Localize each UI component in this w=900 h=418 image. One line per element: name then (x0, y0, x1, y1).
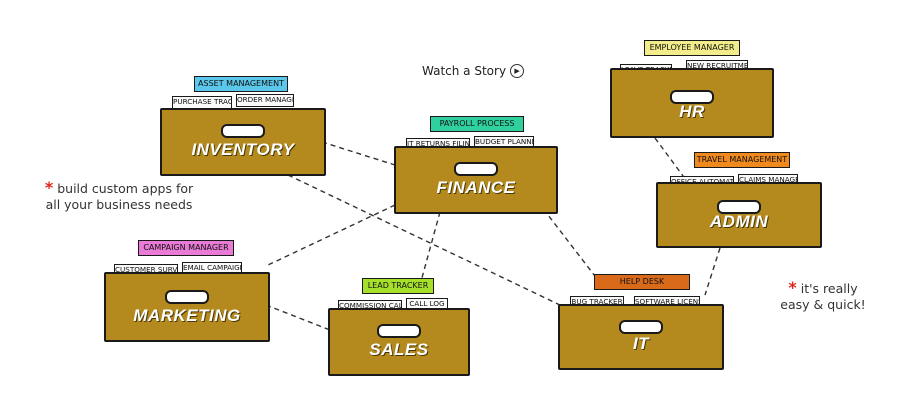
note-right-line2: easy & quick! (780, 297, 866, 312)
box-body: IT (558, 304, 724, 370)
link-finance-it (537, 201, 599, 281)
drawer-handle (670, 90, 714, 104)
drawer-handle (165, 290, 209, 304)
box-body: MARKETING (104, 272, 270, 342)
play-circle-icon: ▶ (510, 64, 525, 78)
card-help-desk[interactable]: Help Desk (594, 274, 690, 290)
note-right: * it's really easy & quick! (778, 280, 868, 313)
box-marketing[interactable]: Campaign Manager Customer Survey Email C… (104, 240, 270, 342)
note-left: * build custom apps for all your busines… (44, 180, 194, 213)
dept-label: IT (632, 334, 650, 353)
asterisk-icon: * (788, 278, 797, 297)
dept-label: ADMIN (709, 212, 769, 231)
dept-label: INVENTORY (191, 140, 295, 159)
link-marketing-sales (265, 304, 331, 331)
note-right-line1: it's really (800, 281, 858, 296)
box-body: FINANCE (394, 146, 558, 214)
asterisk-icon: * (44, 178, 54, 197)
dept-label: HR (679, 102, 705, 121)
card-employee-manager[interactable]: Employee Manager (644, 40, 740, 56)
card-lead-tracker[interactable]: Lead Tracker (362, 278, 434, 294)
box-admin[interactable]: Travel Management Office Automation Clai… (656, 152, 822, 248)
card-order-manager[interactable]: Order Manager (236, 94, 294, 107)
box-body: INVENTORY (160, 108, 326, 176)
box-it[interactable]: Help Desk Bug Tracker Software License I… (558, 274, 724, 370)
card-payroll-process[interactable]: Payroll Process (430, 116, 524, 132)
note-left-line1: build custom apps for (57, 181, 194, 196)
box-body: ADMIN (656, 182, 822, 248)
link-finance-sales (419, 211, 441, 286)
link-finance-marketing (267, 204, 396, 266)
box-inventory[interactable]: Asset Management Purchase Tracker Order … (160, 76, 326, 176)
dept-label: SALES (369, 340, 429, 359)
drawer-handle (454, 162, 498, 176)
watch-story-label: Watch a Story (422, 64, 507, 78)
box-hr[interactable]: Employee Manager Leave Tracker New Recru… (610, 40, 774, 138)
dept-label: MARKETING (133, 306, 241, 325)
link-inventory-finance (321, 141, 396, 166)
note-left-line2: all your business needs (45, 197, 193, 212)
box-sales[interactable]: Lead Tracker Commission Calc Call Log SA… (328, 278, 470, 376)
box-body: SALES (328, 308, 470, 376)
drawer-handle (717, 200, 761, 214)
drawer-handle (377, 324, 421, 338)
card-travel-management[interactable]: Travel Management (694, 152, 790, 168)
drawer-handle (619, 320, 663, 334)
dept-label: FINANCE (436, 178, 516, 197)
box-finance[interactable]: Payroll Process IT Returns Filing Budget… (394, 116, 558, 214)
box-body: HR (610, 68, 774, 138)
card-campaign-manager[interactable]: Campaign Manager (138, 240, 234, 256)
card-asset-management[interactable]: Asset Management (194, 76, 288, 92)
watch-story-link[interactable]: Watch a Story ▶ (422, 64, 525, 78)
drawer-handle (221, 124, 265, 138)
